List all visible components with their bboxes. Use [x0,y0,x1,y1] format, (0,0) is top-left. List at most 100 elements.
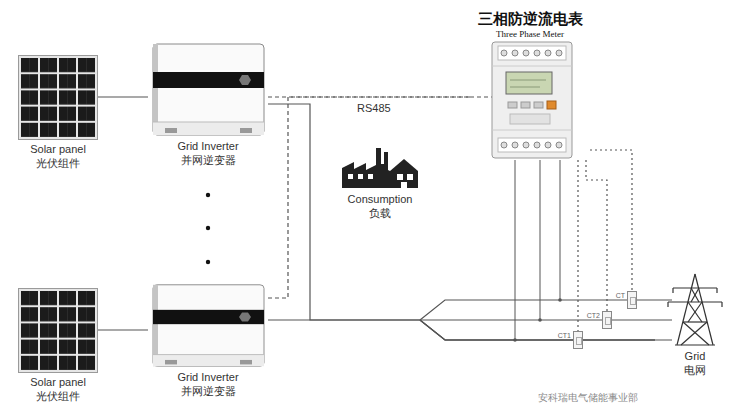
svg-part [470,40,590,160]
rect-part [153,44,158,135]
rect-part [498,46,566,60]
rect-part [240,360,252,364]
rect-part [19,56,98,140]
rect-part [397,174,403,180]
rect-part [358,174,363,179]
three-phase-meter: 三相防逆流电表Three Phase Meter [470,10,590,160]
ct-label: CT1 [558,331,571,340]
rect-part [19,289,98,373]
circle-part [523,142,529,148]
current-transformer: CT [616,291,637,309]
rect-part [153,122,264,135]
solar-panel: Solar panel光伏组件 [18,55,98,170]
line-part [470,96,492,97]
line-part [683,321,707,322]
rect-part [153,285,264,366]
circle-part [501,50,507,56]
line-part [668,301,722,302]
rect-part [153,310,264,324]
edge-label: RS485 [355,102,393,115]
line-part [681,322,707,345]
ellipsis-dot [206,193,210,197]
line-part [716,288,717,293]
node-caption: 光伏组件 [36,389,80,403]
meter-title: 三相防逆流电表 [478,10,583,28]
circle-part [556,50,562,56]
ct-label: CT2 [587,311,600,320]
node-caption: Solar panel [30,375,86,389]
power-wire [98,329,148,330]
power-wire [268,104,655,340]
line-part [492,130,572,131]
svg-part [340,140,420,190]
node-caption: Solar panel [30,142,86,156]
rect-part [510,114,550,124]
solar-panel: Solar panel光伏组件 [18,288,98,403]
line-part [153,122,264,123]
line-part [510,87,540,88]
bus-line [420,320,672,340]
line-part [510,80,546,81]
line-part [675,344,715,345]
rect-part [368,174,373,179]
rect-part [506,72,552,94]
circle-part [556,142,562,148]
circle-part [512,50,518,56]
node-caption: 电网 [684,363,706,377]
ct-body [627,291,637,309]
rect-part [407,174,413,180]
polygon-part [239,313,251,322]
grid-inverter: Grid Inverter并网逆变器 [148,283,268,398]
node-caption: 并网逆变器 [181,384,236,398]
rect-part [401,182,407,188]
rect-part [153,72,264,88]
signal-wire [590,150,632,291]
voltage-wire [540,160,541,320]
node-caption: Consumption [348,192,413,206]
current-transformer: CT2 [587,311,612,329]
svg-part [18,55,98,140]
ct-body [602,311,612,329]
path-part [390,159,418,188]
rect-part [492,42,572,158]
voltage-wire [515,160,516,340]
rect-part [165,360,177,364]
svg-part [151,42,266,137]
rect-part [534,102,543,108]
rect-part [21,58,96,137]
junction-dot [558,298,562,302]
ct-label: CT [616,291,625,300]
line-part [688,302,702,322]
line-part [667,302,668,307]
rect-part [498,138,566,152]
voltage-wire [560,160,561,300]
rect-part [153,355,264,367]
ellipsis-dot [206,226,210,230]
grid-inverter: Grid Inverter并网逆变器 [148,42,268,167]
ellipsis-dot [206,260,210,264]
line-part [721,302,722,307]
line-part [673,287,717,288]
consumption-load: Consumption负载 [335,140,425,220]
rect-part [240,128,252,133]
circle-part [545,50,551,56]
node-caption: Grid [685,349,706,363]
bus-line [420,319,672,320]
svg-part [18,288,98,373]
path-part [342,148,390,188]
grid-tower: Grid电网 [655,272,735,377]
rect-part [348,174,353,179]
svg-part [151,283,266,368]
junction-dot [538,318,542,322]
rect-part [521,102,530,108]
line-part [691,288,699,302]
current-transformer: CT1 [558,331,583,349]
circle-part [534,142,540,148]
circle-part [512,142,518,148]
circle-part [501,142,507,148]
node-caption: Grid Inverter [177,139,238,153]
rect-part [153,44,264,135]
polygon-part [239,75,251,85]
svg-part [665,272,725,347]
